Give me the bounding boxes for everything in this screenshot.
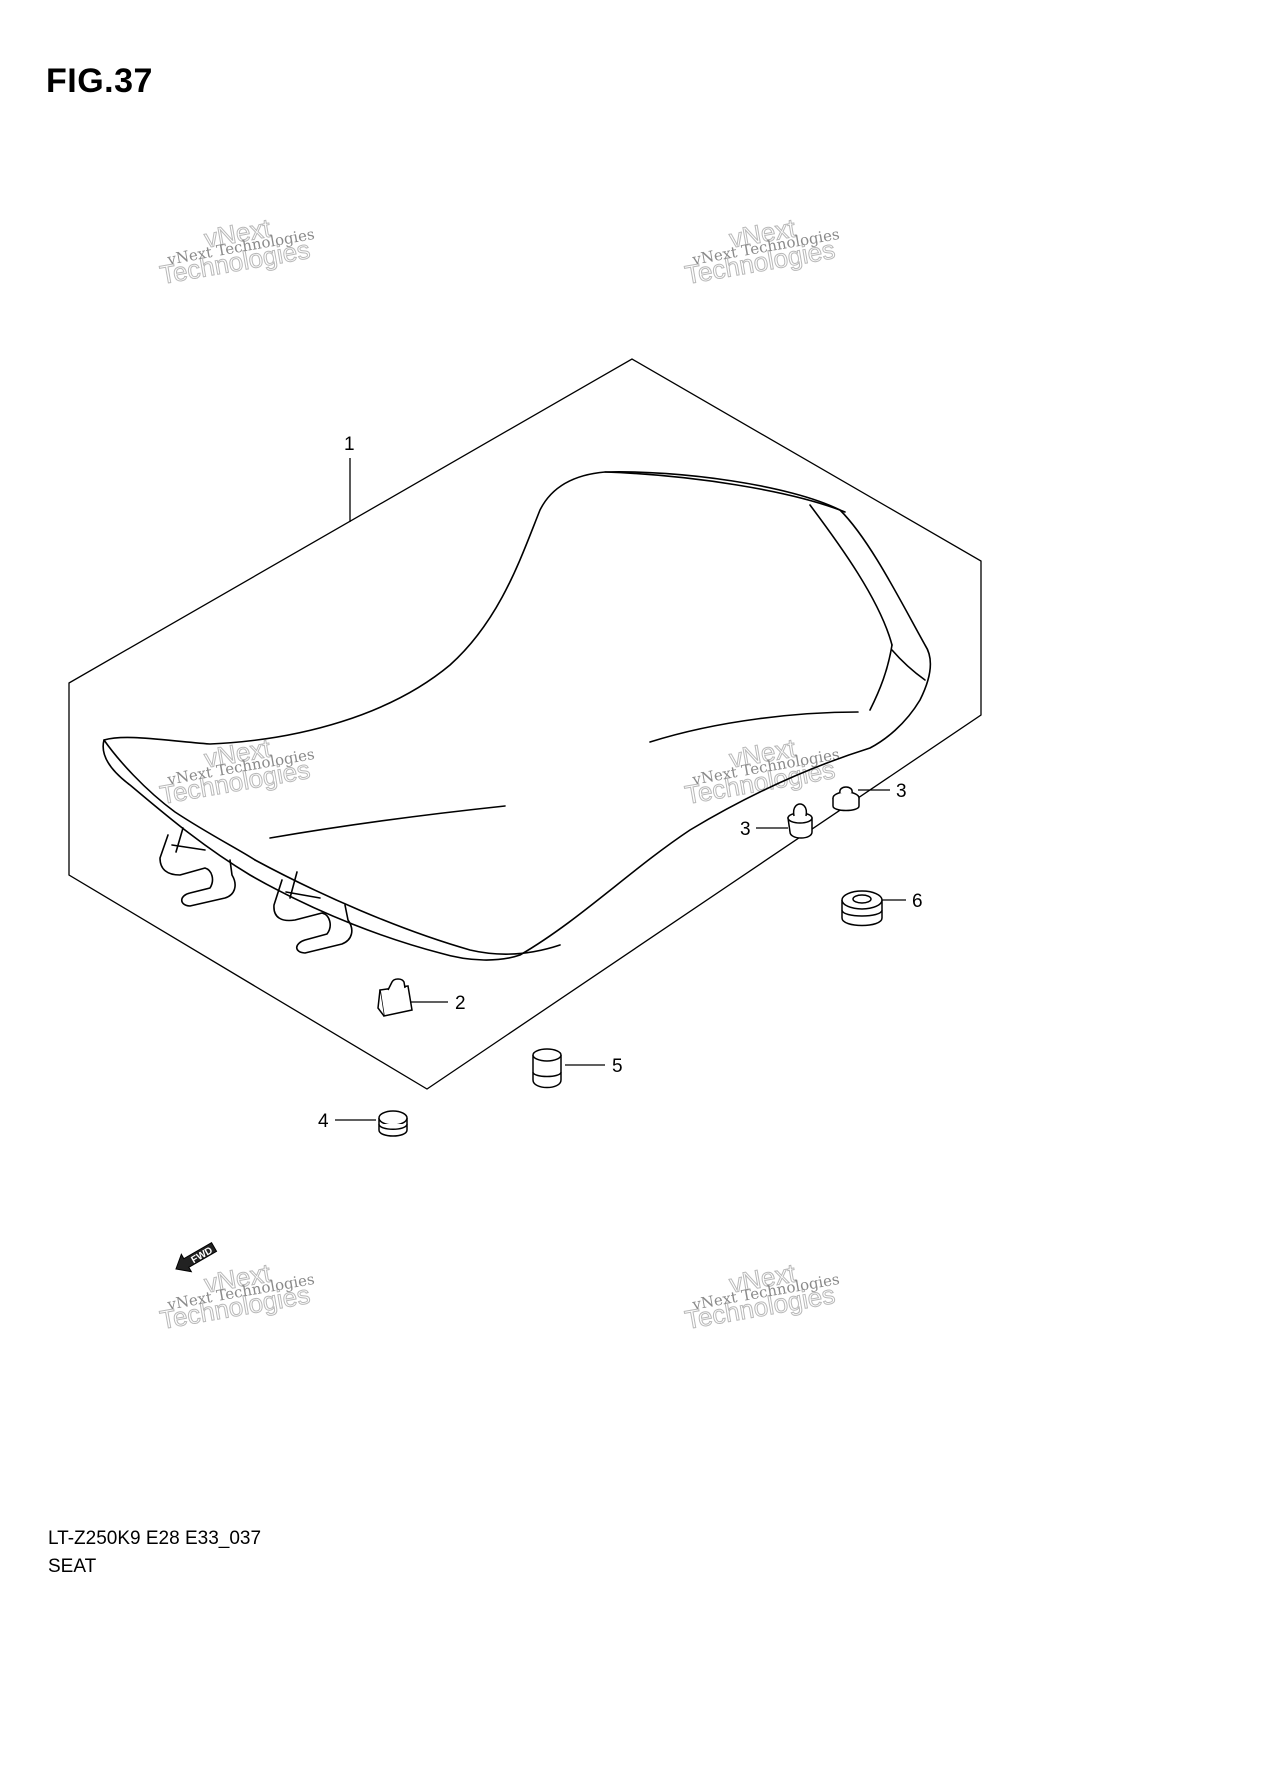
callout-1: 1 bbox=[344, 434, 355, 455]
cushion-part-6 bbox=[841, 890, 883, 927]
leader-lines bbox=[335, 458, 906, 1121]
callout-3: 3 bbox=[896, 781, 907, 802]
callout-labels: 1 2 3 3 4 5 6 bbox=[318, 434, 923, 1132]
seat-drawing bbox=[102, 471, 932, 961]
watermark: Technologies vNext vNext Technologies bbox=[682, 212, 841, 290]
watermark: Technologies vNext vNext Technologies bbox=[682, 732, 841, 810]
cushion-part-3-lower bbox=[787, 803, 813, 839]
watermark: Technologies vNext vNext Technologies bbox=[157, 212, 316, 290]
cushion-part-3-upper bbox=[832, 786, 860, 812]
part-name: SEAT bbox=[48, 1556, 97, 1577]
assembly-boundary bbox=[68, 358, 982, 1090]
fwd-label: FWD bbox=[190, 1245, 215, 1266]
cap-part-4 bbox=[378, 1110, 408, 1137]
callout-6: 6 bbox=[912, 891, 923, 912]
figure-title: FIG.37 bbox=[46, 62, 153, 100]
callout-2: 2 bbox=[455, 993, 466, 1014]
watermark: Technologies vNext vNext Technologies bbox=[157, 732, 316, 810]
cushion-part-5 bbox=[532, 1048, 562, 1089]
callout-5: 5 bbox=[612, 1056, 623, 1077]
callout-3: 3 bbox=[740, 819, 751, 840]
cushion-part-2 bbox=[377, 978, 413, 1017]
model-code: LT-Z250K9 E28 E33_037 bbox=[48, 1528, 262, 1549]
watermark: Technologies vNext vNext Technologies bbox=[682, 1257, 841, 1335]
watermark-group: Technologies vNext vNext Technologies Te… bbox=[157, 212, 841, 1335]
callout-4: 4 bbox=[318, 1111, 329, 1132]
